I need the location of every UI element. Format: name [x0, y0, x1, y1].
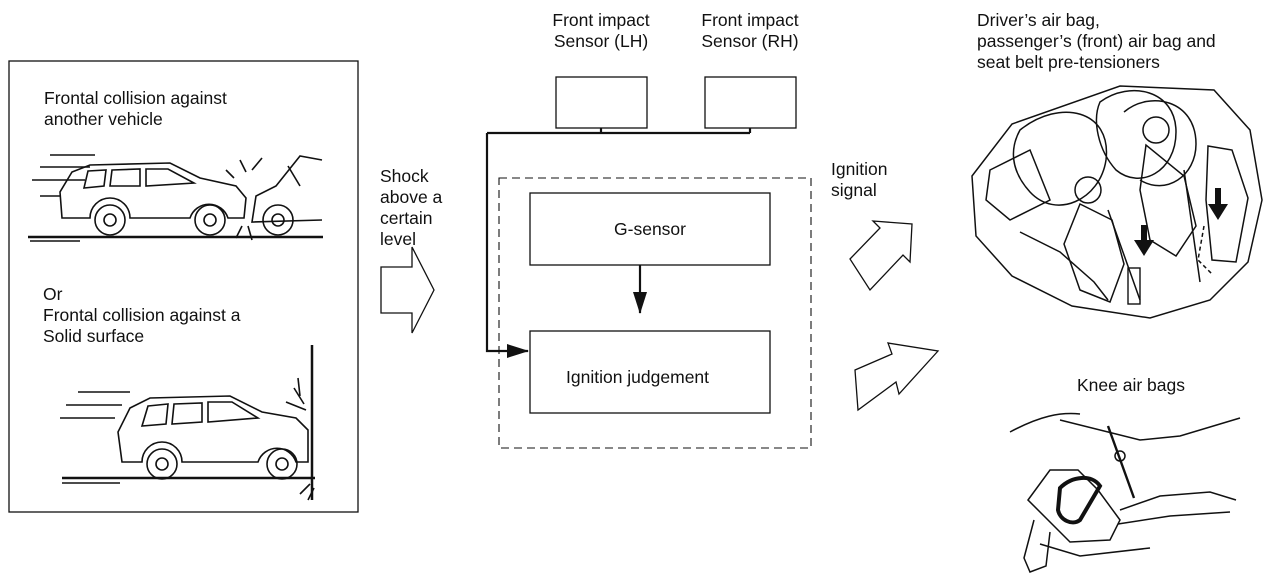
sensor-rh-line-2: Sensor (RH) — [701, 31, 799, 51]
shock-label-line-3: certain — [380, 208, 433, 228]
ignition-judgement-label: Ignition judgement — [566, 367, 710, 387]
ignition-signal-line-1: Ignition — [831, 159, 888, 179]
collision1-line-2: another vehicle — [44, 109, 163, 129]
collision2-line-3: Solid surface — [43, 326, 145, 346]
car-collision-vehicle-illustration — [28, 154, 323, 242]
ignition-signal-label: Ignition signal — [831, 159, 887, 201]
pretensioner-arrow-right — [1208, 188, 1228, 220]
shock-label-line-1: Shock — [380, 166, 429, 186]
shock-label-line-4: level — [380, 229, 416, 249]
ignition-judgement-box — [529, 330, 771, 414]
collision2-caption: Or Frontal collision against a Solid sur… — [43, 284, 240, 347]
car-collision-wall-illustration — [60, 345, 315, 501]
front-impact-sensor-lh-box — [555, 76, 648, 129]
g-sensor-box — [529, 192, 771, 266]
shock-arrow — [380, 246, 435, 334]
collision2-line-2: Frontal collision against a — [43, 305, 241, 325]
sensor-rh-label: Front impact Sensor (RH) — [685, 10, 815, 52]
sensor-lh-line-1: Front impact — [552, 10, 650, 30]
collision-panel — [8, 60, 359, 513]
shock-label-line-2: above a — [380, 187, 443, 207]
airbag-deployment-illustration — [971, 85, 1263, 319]
airbags-line-2: passenger’s (front) air bag and — [977, 31, 1216, 51]
ignition-signal-arrow-lower — [854, 342, 940, 412]
g-sensor-label: G-sensor — [614, 219, 686, 239]
airbag-ecu-boundary — [498, 177, 812, 449]
sensor-lh-line-2: Sensor (LH) — [553, 31, 649, 51]
pretensioner-arrow-left — [1134, 225, 1154, 256]
airbags-line-1: Driver’s air bag, — [977, 10, 1100, 30]
knee-airbags-label: Knee air bags — [1077, 375, 1185, 395]
knee-airbag-illustration — [1009, 412, 1241, 573]
airbags-label: Driver’s air bag, passenger’s (front) ai… — [977, 10, 1216, 73]
collision1-line-1: Frontal collision against — [44, 88, 227, 108]
sensor-lh-label: Front impact Sensor (LH) — [536, 10, 666, 52]
airbags-line-3: seat belt pre-tensioners — [977, 52, 1160, 72]
collision2-line-1: Or — [43, 284, 63, 304]
sensor-rh-line-1: Front impact — [701, 10, 799, 30]
shock-label: Shock above a certain level — [380, 166, 442, 250]
ignition-signal-line-2: signal — [831, 180, 877, 200]
sensor-signal-line — [485, 128, 752, 351]
ignition-signal-arrow-upper — [849, 220, 913, 292]
collision1-caption: Frontal collision against another vehicl… — [44, 88, 227, 130]
front-impact-sensor-rh-box — [704, 76, 797, 129]
